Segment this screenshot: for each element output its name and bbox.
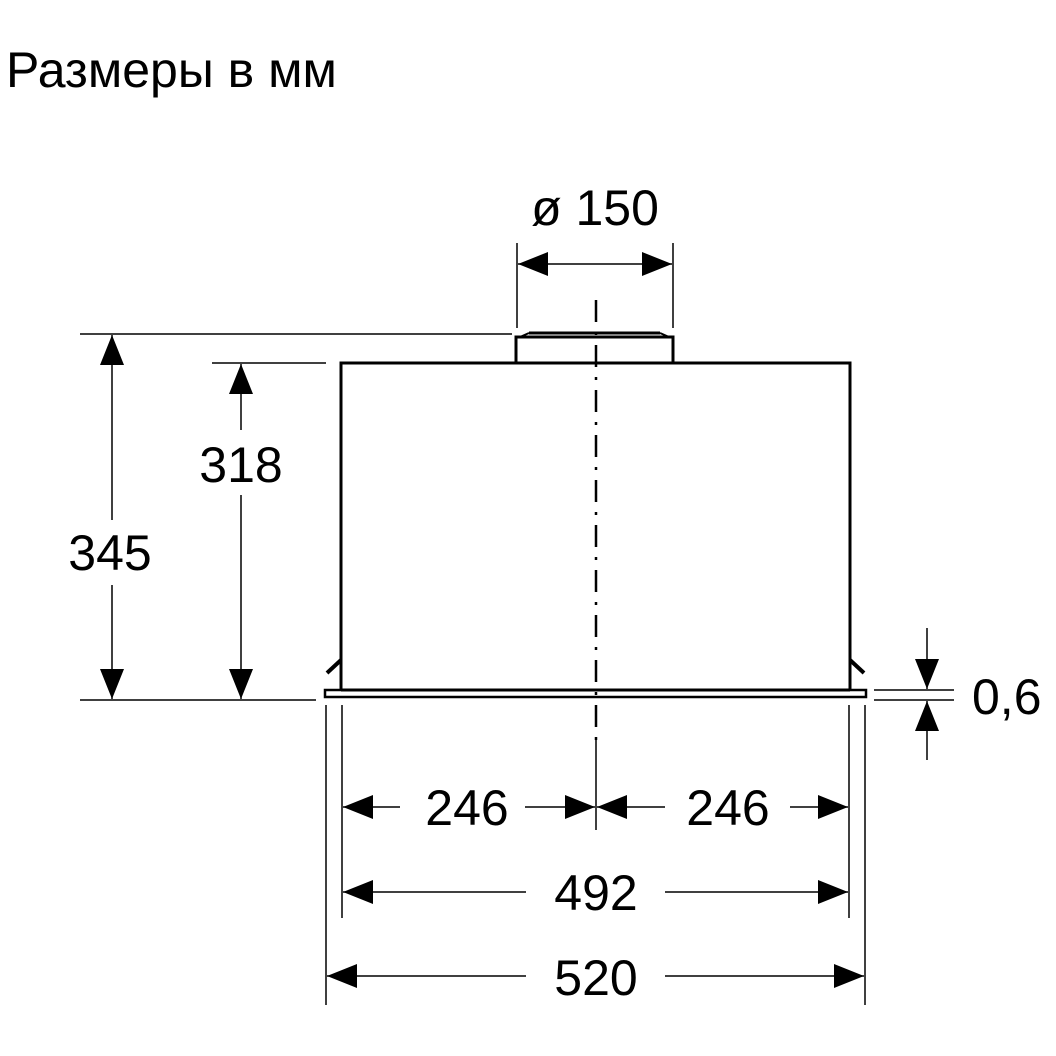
dim-total-height: 345 — [68, 335, 152, 699]
dim-body-width: 492 — [343, 865, 848, 921]
page-title: Размеры в мм — [6, 42, 337, 98]
label-body-width: 492 — [554, 865, 637, 921]
dim-half-width-left: 246 — [343, 780, 595, 836]
left-clip — [325, 658, 343, 675]
dim-half-width-right: 246 — [597, 780, 848, 836]
label-frame-thickness: 0,6 — [972, 669, 1042, 725]
dim-body-height: 318 — [199, 364, 283, 699]
label-body-height: 318 — [199, 437, 282, 493]
duct-collar — [514, 331, 675, 365]
label-total-height: 345 — [68, 525, 151, 581]
right-clip — [848, 658, 866, 675]
dim-duct-diameter: ø 150 — [516, 180, 674, 328]
dim-frame-thickness: 0,6 — [874, 628, 1042, 760]
label-half-width-left: 246 — [425, 780, 508, 836]
label-duct-diameter: ø 150 — [531, 180, 659, 236]
label-half-width-right: 246 — [686, 780, 769, 836]
label-frame-width: 520 — [554, 950, 637, 1006]
dim-frame-width: 520 — [327, 950, 864, 1006]
